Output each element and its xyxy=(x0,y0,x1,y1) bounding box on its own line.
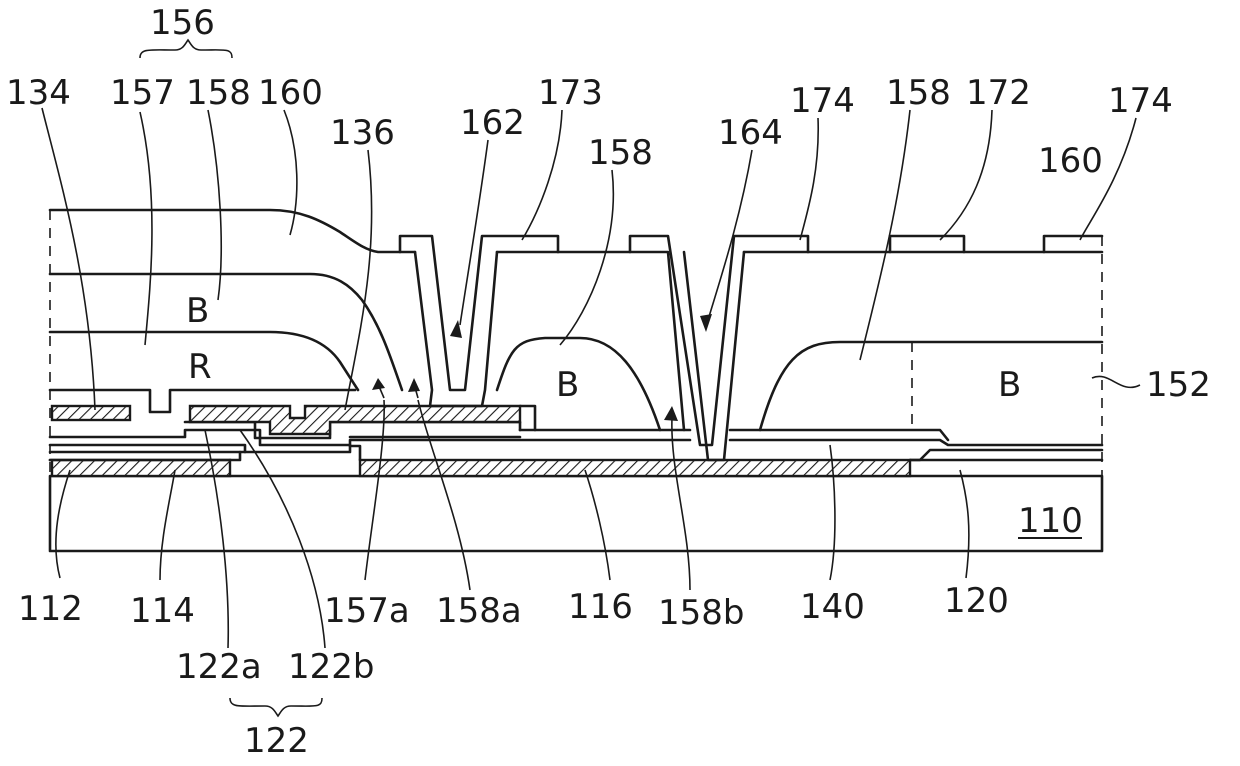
label-134: 134 xyxy=(6,73,71,113)
label-158-top: 158 xyxy=(186,73,251,113)
label-160-left: 160 xyxy=(258,73,323,113)
label-110: 110 xyxy=(1018,501,1083,541)
arrowhead-158a xyxy=(408,378,420,392)
label-120: 120 xyxy=(944,581,1009,621)
substrate-110 xyxy=(50,476,1102,551)
label-174-right: 174 xyxy=(1108,81,1173,121)
label-158b: 158b xyxy=(658,593,744,633)
leader-152 xyxy=(1092,376,1140,387)
arrowhead-158b xyxy=(664,406,678,421)
label-164: 164 xyxy=(718,113,783,153)
leader-158-mid xyxy=(560,170,613,345)
arrowhead-164 xyxy=(700,314,712,332)
label-B-right: B xyxy=(998,365,1021,405)
label-158a: 158a xyxy=(436,591,522,631)
gate-electrode-114 xyxy=(52,460,230,476)
leader-136 xyxy=(345,150,372,410)
overcoat-160-left xyxy=(50,210,415,252)
label-B-center: B xyxy=(556,365,579,405)
color-filter-B-right xyxy=(760,342,1102,430)
label-162: 162 xyxy=(460,103,525,143)
leader-172 xyxy=(940,110,992,240)
label-116: 116 xyxy=(568,587,633,627)
label-R: R xyxy=(188,347,212,387)
label-158-mid: 158 xyxy=(588,133,653,173)
label-114: 114 xyxy=(130,591,195,631)
label-152: 152 xyxy=(1146,365,1211,405)
leader-134 xyxy=(42,108,95,410)
label-173: 173 xyxy=(538,73,603,113)
label-122a: 122a xyxy=(176,647,262,687)
pixel-electrode-172 xyxy=(890,236,1102,252)
label-160-right: 160 xyxy=(1038,141,1103,181)
contact-hole-164 xyxy=(630,236,808,445)
arrowhead-157a xyxy=(372,378,385,390)
label-122: 122 xyxy=(244,721,309,761)
label-112: 112 xyxy=(18,589,83,629)
label-140: 140 xyxy=(800,587,865,627)
leader-158-top xyxy=(208,110,221,300)
label-157a: 157a xyxy=(324,591,410,631)
electrode-116 xyxy=(360,460,910,476)
label-136: 136 xyxy=(330,113,395,153)
label-158-right: 158 xyxy=(886,73,951,113)
leader-157 xyxy=(140,112,152,345)
leader-173 xyxy=(522,110,562,240)
source-electrode-134 xyxy=(52,406,130,420)
label-174-left: 174 xyxy=(790,81,855,121)
leader-160-left xyxy=(284,110,297,235)
passivation-layer-140 xyxy=(50,430,948,445)
label-172: 172 xyxy=(966,73,1031,113)
label-157: 157 xyxy=(110,73,175,113)
leader-174-left xyxy=(800,118,818,240)
brace-122 xyxy=(230,698,322,716)
label-B-left: B xyxy=(186,291,209,331)
label-156: 156 xyxy=(150,3,215,43)
label-122b: 122b xyxy=(288,647,374,687)
